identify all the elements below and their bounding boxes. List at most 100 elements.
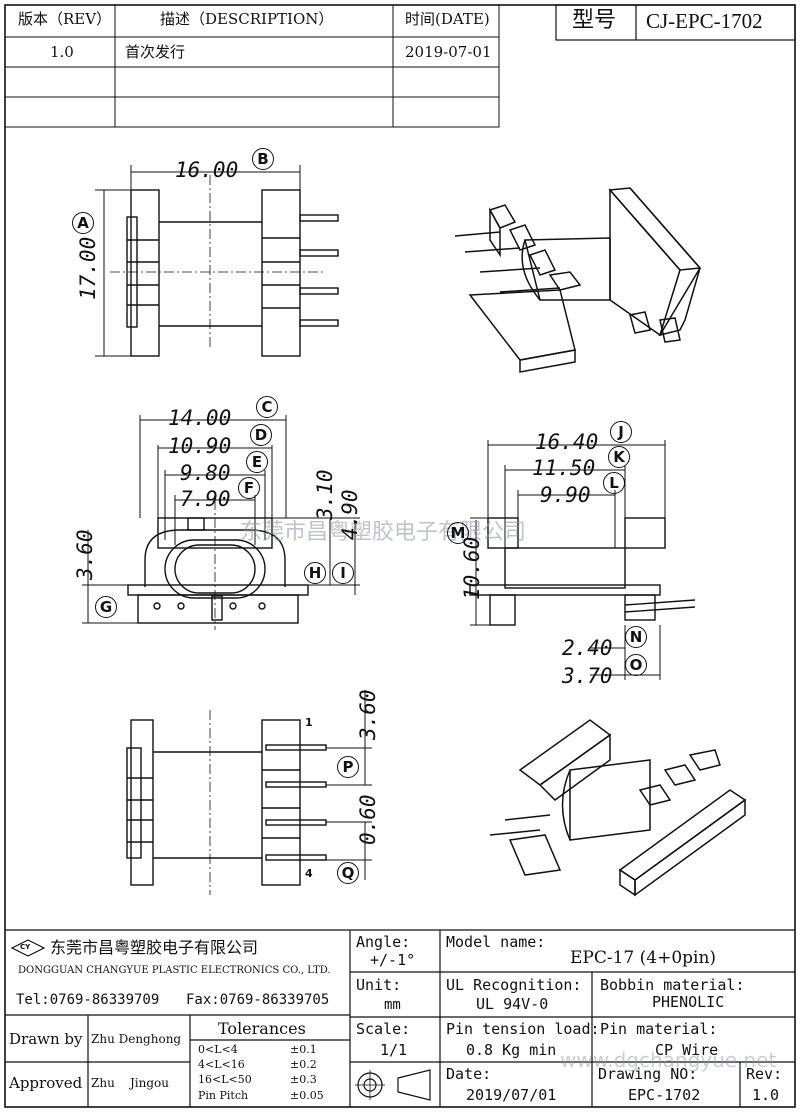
dim-f-value: 7.90	[180, 487, 231, 511]
dim-tag-g: G	[95, 596, 117, 618]
unit-value: mm	[384, 997, 401, 1013]
rev-label: Rev:	[746, 1065, 783, 1083]
tol-range-4: Pin Pitch	[198, 1089, 249, 1102]
tol-value-4: ±0.05	[290, 1089, 324, 1102]
dim-tag-b: B	[252, 148, 274, 170]
tol-range-3: 16<L<50	[198, 1073, 252, 1086]
angle-value: +/-1°	[370, 951, 416, 969]
dim-m-value: 10.60	[460, 536, 484, 600]
iso-view-top	[454, 187, 702, 373]
bobbin-label: Bobbin material:	[600, 976, 745, 994]
dim-tag-c: C	[256, 396, 278, 418]
revision-table-lines	[4, 4, 500, 128]
dim-tag-p: P	[337, 756, 359, 778]
dim-j-value: 16.40	[535, 430, 599, 454]
dim-o-value: 3.70	[562, 664, 613, 688]
dim-g-value: 3.60	[73, 529, 97, 580]
watermark-url: www.dgchangyue.net	[560, 1048, 777, 1072]
dim-tag-j: J	[610, 421, 632, 443]
company-tel: Tel:0769-86339709	[16, 992, 160, 1008]
dim-tag-a: A	[72, 212, 94, 234]
logo-mark	[10, 939, 46, 957]
tol-value-1: ±0.1	[290, 1043, 317, 1056]
dim-tag-q: Q	[337, 862, 359, 884]
pin-1-label: 1	[305, 716, 313, 729]
ul-label: UL Recognition:	[446, 976, 582, 994]
dim-e-value: 9.80	[180, 461, 231, 485]
date-value: 2019/07/01	[466, 1086, 557, 1104]
scale-value: 1/1	[380, 1041, 408, 1059]
top-view-dims	[95, 165, 301, 357]
model-box-value: CJ-EPC-1702	[646, 9, 763, 33]
pin-material-label: Pin material:	[600, 1020, 718, 1038]
model-name-value: EPC-17 (4+0pin)	[570, 948, 717, 968]
dim-tag-i: I	[332, 562, 354, 584]
bobbin-value: PHENOLIC	[652, 993, 725, 1011]
tol-range-2: 4<L<16	[198, 1058, 245, 1071]
dim-c-value: 14.00	[168, 406, 232, 430]
approved-name-2: Jingou	[130, 1076, 170, 1090]
date-cell-1: 2019-07-01	[405, 43, 492, 61]
approved-label: Approved	[9, 1074, 83, 1092]
dim-d-value: 10.90	[168, 434, 232, 458]
approved-name-1: Zhu	[91, 1076, 115, 1090]
dim-n-value: 2.40	[562, 636, 613, 660]
dim-tag-k: K	[608, 446, 630, 468]
company-name-en: DONGGUAN CHANGYUE PLASTIC ELECTRONICS CO…	[18, 965, 331, 976]
company-name-cn: 东莞市昌粤塑胶电子有限公司	[50, 938, 259, 957]
pin-tension-value: 0.8 Kg min	[466, 1041, 557, 1059]
front-view-outline	[127, 500, 309, 630]
pin-4-label: 4	[305, 867, 313, 880]
dim-tag-d: D	[250, 424, 272, 446]
company-logo-icon: CY	[20, 943, 31, 951]
side-view-outline	[469, 517, 696, 626]
bottom-view-outline	[126, 710, 327, 895]
dim-p-value: 3.60	[356, 689, 380, 740]
scale-label: Scale:	[356, 1020, 411, 1038]
dim-tag-e: E	[246, 451, 268, 473]
unit-label: Unit:	[356, 976, 402, 994]
model-box-lines	[555, 4, 796, 41]
front-view-dims	[82, 415, 360, 624]
rev-value: 1.0	[752, 1086, 780, 1104]
dim-b-value: 16.00	[175, 158, 239, 182]
dim-q-value: 0.60	[356, 794, 380, 845]
dim-tag-m: M	[447, 522, 469, 544]
model-name-label: Model name:	[446, 933, 546, 951]
date-label: Date:	[446, 1065, 492, 1083]
pin-material-value: CP Wire	[655, 1041, 719, 1059]
dim-h-value: 3.10	[313, 469, 337, 520]
dim-i-value: 4.90	[338, 489, 362, 540]
drawing-no-value: EPC-1702	[628, 1086, 701, 1104]
drawn-by-name: Zhu Denghong	[91, 1032, 182, 1046]
tol-value-2: ±0.2	[290, 1058, 317, 1071]
dim-a-value: 17.00	[76, 236, 100, 300]
drawn-by-label: Drawn by	[9, 1030, 83, 1048]
dim-tag-f: F	[238, 477, 260, 499]
dim-tag-h: H	[304, 562, 326, 584]
tol-value-3: ±0.3	[290, 1073, 317, 1086]
dim-tag-l: L	[603, 472, 625, 494]
top-view-outline	[110, 175, 339, 357]
desc-cell-1: 首次发行	[125, 43, 186, 61]
date-header: 时间(DATE)	[405, 10, 490, 28]
rev-cell-1: 1.0	[50, 43, 74, 61]
rev-header: 版本（REV）	[18, 10, 112, 28]
dim-tag-o: O	[625, 654, 647, 676]
title-block-lines	[5, 929, 795, 1107]
tol-range-1: 0<L<4	[198, 1043, 238, 1056]
company-fax: Fax:0769-86339705	[186, 992, 330, 1008]
desc-header: 描述（DESCRIPTION）	[160, 10, 334, 28]
iso-view-bottom	[489, 719, 747, 897]
bottom-view-dims	[326, 690, 372, 880]
angle-label: Angle:	[356, 933, 411, 951]
drawing-no-label: Drawing NO:	[598, 1065, 698, 1083]
pin-tension-label: Pin tension load:	[446, 1020, 600, 1038]
tolerances-label: Tolerances	[218, 1019, 306, 1038]
ul-value: UL 94V-0	[476, 995, 549, 1013]
side-view-dims	[470, 440, 666, 680]
model-box-label: 型号	[572, 8, 617, 33]
dim-tag-n: N	[625, 626, 647, 648]
